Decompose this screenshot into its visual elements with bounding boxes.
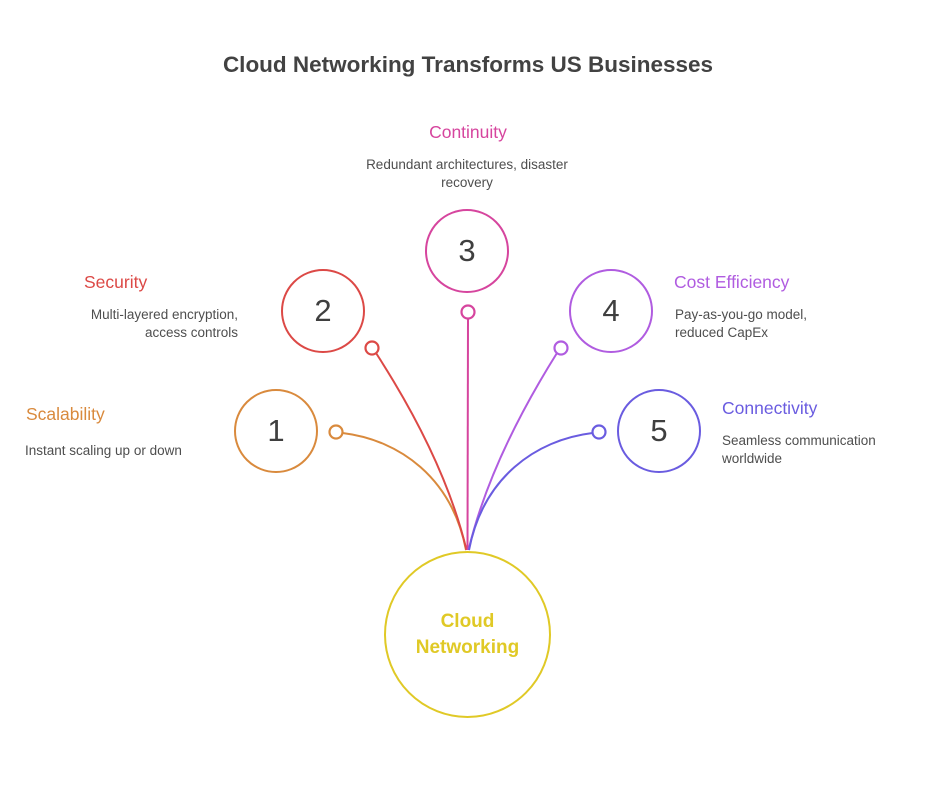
node-description-connectivity: Seamless communication worldwide bbox=[722, 433, 876, 466]
anchor-dot-security bbox=[364, 340, 380, 356]
node-number-cost-efficiency: 4 bbox=[602, 293, 620, 328]
node-description-continuity: Redundant architectures, disaster recove… bbox=[366, 157, 568, 190]
node-number-continuity: 3 bbox=[458, 233, 476, 268]
anchor-dot-cost-efficiency bbox=[553, 340, 569, 356]
anchor-dot-continuity bbox=[460, 304, 476, 320]
node-description-cost-efficiency: Pay-as-you-go model, reduced CapEx bbox=[675, 307, 808, 340]
node-circle-connectivity: 5 bbox=[617, 389, 701, 473]
node-circle-continuity: 3 bbox=[425, 209, 509, 293]
connector-cost-efficiency bbox=[467, 352, 558, 551]
node-label-cost-efficiency: Cost Efficiency bbox=[674, 272, 790, 292]
anchor-dot-connectivity bbox=[591, 424, 607, 440]
node-circle-cost-efficiency: 4 bbox=[569, 269, 653, 353]
node-description-security: Multi-layered encryption, access control… bbox=[90, 307, 238, 340]
node-description-scalability: Instant scaling up or down bbox=[25, 443, 182, 458]
node-label-scalability: Scalability bbox=[26, 404, 105, 424]
node-label-continuity: Continuity bbox=[429, 122, 507, 142]
connector-connectivity bbox=[468, 432, 593, 551]
node-circle-scalability: 1 bbox=[234, 389, 318, 473]
connector-continuity bbox=[466, 318, 469, 551]
node-circle-security: 2 bbox=[281, 269, 365, 353]
node-number-security: 2 bbox=[314, 293, 332, 328]
node-label-connectivity: Connectivity bbox=[722, 398, 818, 418]
node-label-security: Security bbox=[84, 272, 148, 292]
center-label: Cloud Networking bbox=[415, 610, 520, 658]
node-number-connectivity: 5 bbox=[650, 413, 668, 448]
anchor-dot-scalability bbox=[328, 424, 344, 440]
page-title: Cloud Networking Transforms US Businesse… bbox=[222, 52, 714, 77]
center-circle-cloud-networking: Cloud Networking bbox=[384, 551, 551, 718]
node-number-scalability: 1 bbox=[267, 413, 285, 448]
connector-security bbox=[375, 352, 468, 551]
